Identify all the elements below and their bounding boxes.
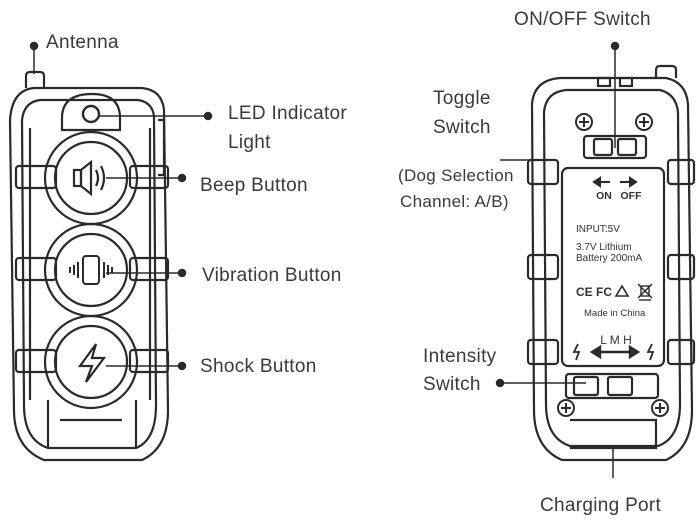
onoff-switch-label: ON/OFF Switch (514, 9, 651, 30)
onoff-arrows-icon (592, 176, 638, 188)
led-indicator-light (81, 104, 101, 124)
dog-selection-line1: (Dog Selection (398, 166, 514, 185)
weee-bin-icon (637, 283, 653, 301)
battery-text-line1: 3.7V Lithium (576, 242, 632, 253)
beep-label: Beep Button (200, 175, 308, 196)
certification-marks: CE FC (576, 285, 612, 299)
battery-text-line2: Battery 200mA (576, 253, 642, 264)
lightning-icon (77, 343, 107, 383)
vibration-icon (69, 255, 113, 285)
screw-icon (651, 399, 669, 417)
toggle-label-line1: Toggle (433, 88, 491, 109)
front-outer-shell (8, 86, 170, 462)
intensity-label-line1: Intensity (423, 346, 497, 367)
intensity-switch-housing (564, 372, 660, 400)
toggle-label-line2: Switch (433, 117, 491, 138)
made-in-text: Made in China (584, 308, 646, 319)
charging-port-cover (570, 418, 658, 450)
screw-icon (575, 113, 593, 131)
shock-button-ring (43, 314, 139, 410)
speaker-icon (72, 159, 106, 197)
vibration-button-ring (43, 222, 139, 318)
back-outer-shell (530, 76, 694, 462)
spec-label-plate (560, 166, 666, 368)
input-voltage-text: INPUT:5V (576, 224, 620, 235)
screw-icon (557, 399, 575, 417)
intensity-levels-text: L M H (600, 333, 632, 347)
led-housing (60, 92, 122, 132)
led-label-line2: Light (228, 132, 271, 153)
led-label-line1: LED Indicator (228, 103, 348, 124)
screw-icon (635, 113, 653, 131)
front-remote (8, 70, 170, 462)
antenna-label: Antenna (46, 32, 119, 53)
dog-selection-line2: Channel: A/B) (400, 192, 509, 211)
intensity-arrows-icon (572, 343, 655, 361)
shock-label: Shock Button (200, 356, 317, 377)
intensity-label-line2: Switch (423, 374, 481, 395)
onoff-on-label: ON (596, 190, 612, 202)
onoff-off-label: OFF (621, 190, 643, 202)
back-leaders (495, 41, 620, 478)
vibration-label: Vibration Button (202, 265, 342, 286)
charging-port-label: Charging Port (540, 495, 662, 516)
front-leaders (29, 41, 213, 371)
recycle-icon (614, 284, 630, 297)
antenna-stub (24, 70, 46, 88)
